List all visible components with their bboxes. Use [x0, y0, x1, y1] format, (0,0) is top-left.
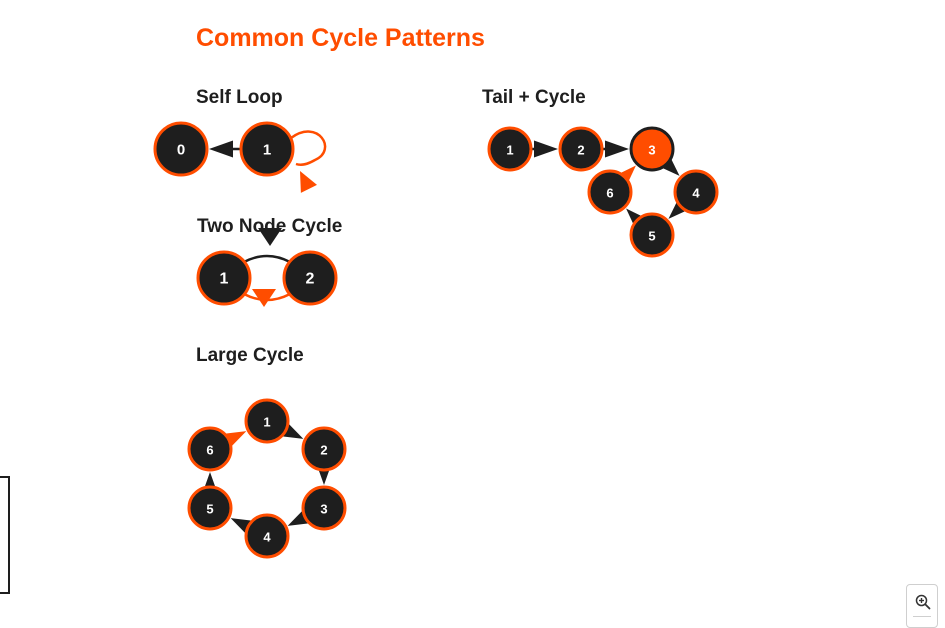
zoom-in-button[interactable] — [906, 584, 938, 628]
tail-node-3: 3 — [629, 126, 675, 172]
tail-node-3-circle — [629, 126, 675, 172]
tail-node-2-label: 2 — [577, 143, 584, 158]
tail-node-6: 6 — [587, 169, 633, 215]
large-cycle-diagram: 1 2 3 4 5 6 — [187, 398, 347, 559]
page-title: Common Cycle Patterns — [196, 24, 485, 52]
tail-node-6-circle — [587, 169, 633, 215]
tail-cycle-diagram: 1 2 3 4 5 6 — [487, 126, 719, 258]
large-node-1-label: 1 — [263, 415, 270, 430]
self-loop-node-0: 0 — [153, 121, 209, 177]
large-node-4-circle — [244, 513, 290, 559]
two-node-node-2: 2 — [282, 250, 338, 306]
large-node-4-label: 4 — [263, 530, 271, 545]
self-loop-node-0-label: 0 — [177, 142, 185, 159]
section-title-self-loop: Self Loop — [196, 87, 283, 108]
tail-node-1-label: 1 — [506, 143, 513, 158]
section-title-tail-cycle: Tail + Cycle — [482, 87, 586, 108]
section-title-large-cycle: Large Cycle — [196, 345, 304, 366]
section-title-two-node-cycle: Two Node Cycle — [197, 216, 343, 237]
two-node-node-2-label: 2 — [306, 271, 315, 288]
large-node-3-label: 3 — [320, 502, 327, 517]
self-loop-node-1: 1 — [239, 121, 295, 177]
self-loop-node-1-circle — [239, 121, 295, 177]
large-node-1-circle — [244, 398, 290, 444]
side-panel-edge — [0, 476, 10, 594]
tail-node-1-circle — [487, 126, 533, 172]
tail-node-4: 4 — [673, 169, 719, 215]
edge-2-to-1-arrowhead — [252, 289, 276, 307]
tail-edge-1-to-2-arrowhead — [534, 140, 558, 158]
tail-node-1: 1 — [487, 126, 533, 172]
two-node-node-2-circle — [282, 250, 338, 306]
large-node-3-circle — [301, 485, 347, 531]
tail-node-5-label: 5 — [648, 229, 655, 244]
large-node-1: 1 — [244, 398, 290, 444]
two-node-node-1-label: 1 — [220, 271, 229, 288]
tail-node-2-circle — [558, 126, 604, 172]
edge-1-to-0-arrowhead — [209, 140, 233, 158]
large-node-6-circle — [187, 426, 233, 472]
edge-1-to-2-arrowhead — [258, 228, 282, 246]
large-node-5-circle — [187, 485, 233, 531]
tail-edge-2-to-3-arrowhead — [605, 140, 629, 158]
large-node-2-circle — [301, 426, 347, 472]
self-loop-edge-arrowhead — [300, 171, 317, 193]
large-node-2-label: 2 — [320, 443, 327, 458]
self-loop-edge-line — [290, 130, 327, 167]
large-node-4: 4 — [244, 513, 290, 559]
large-node-2: 2 — [301, 426, 347, 472]
tail-node-3-label: 3 — [648, 143, 655, 158]
two-node-node-1: 1 — [196, 250, 252, 306]
large-node-6: 6 — [187, 426, 233, 472]
large-node-5-label: 5 — [206, 502, 213, 517]
tail-node-6-label: 6 — [606, 186, 613, 201]
tail-node-5-circle — [629, 212, 675, 258]
tail-node-2: 2 — [558, 126, 604, 172]
large-node-3: 3 — [301, 485, 347, 531]
zoom-in-icon — [915, 594, 931, 610]
large-node-5: 5 — [187, 485, 233, 531]
self-loop-node-0-circle — [153, 121, 209, 177]
tail-node-5: 5 — [629, 212, 675, 258]
self-loop-node-1-label: 1 — [263, 142, 271, 159]
edge-1-to-2-line — [243, 254, 291, 264]
tail-node-4-label: 4 — [692, 186, 700, 201]
two-node-node-1-circle — [196, 250, 252, 306]
large-node-6-label: 6 — [206, 443, 213, 458]
tail-node-4-circle — [673, 169, 719, 215]
